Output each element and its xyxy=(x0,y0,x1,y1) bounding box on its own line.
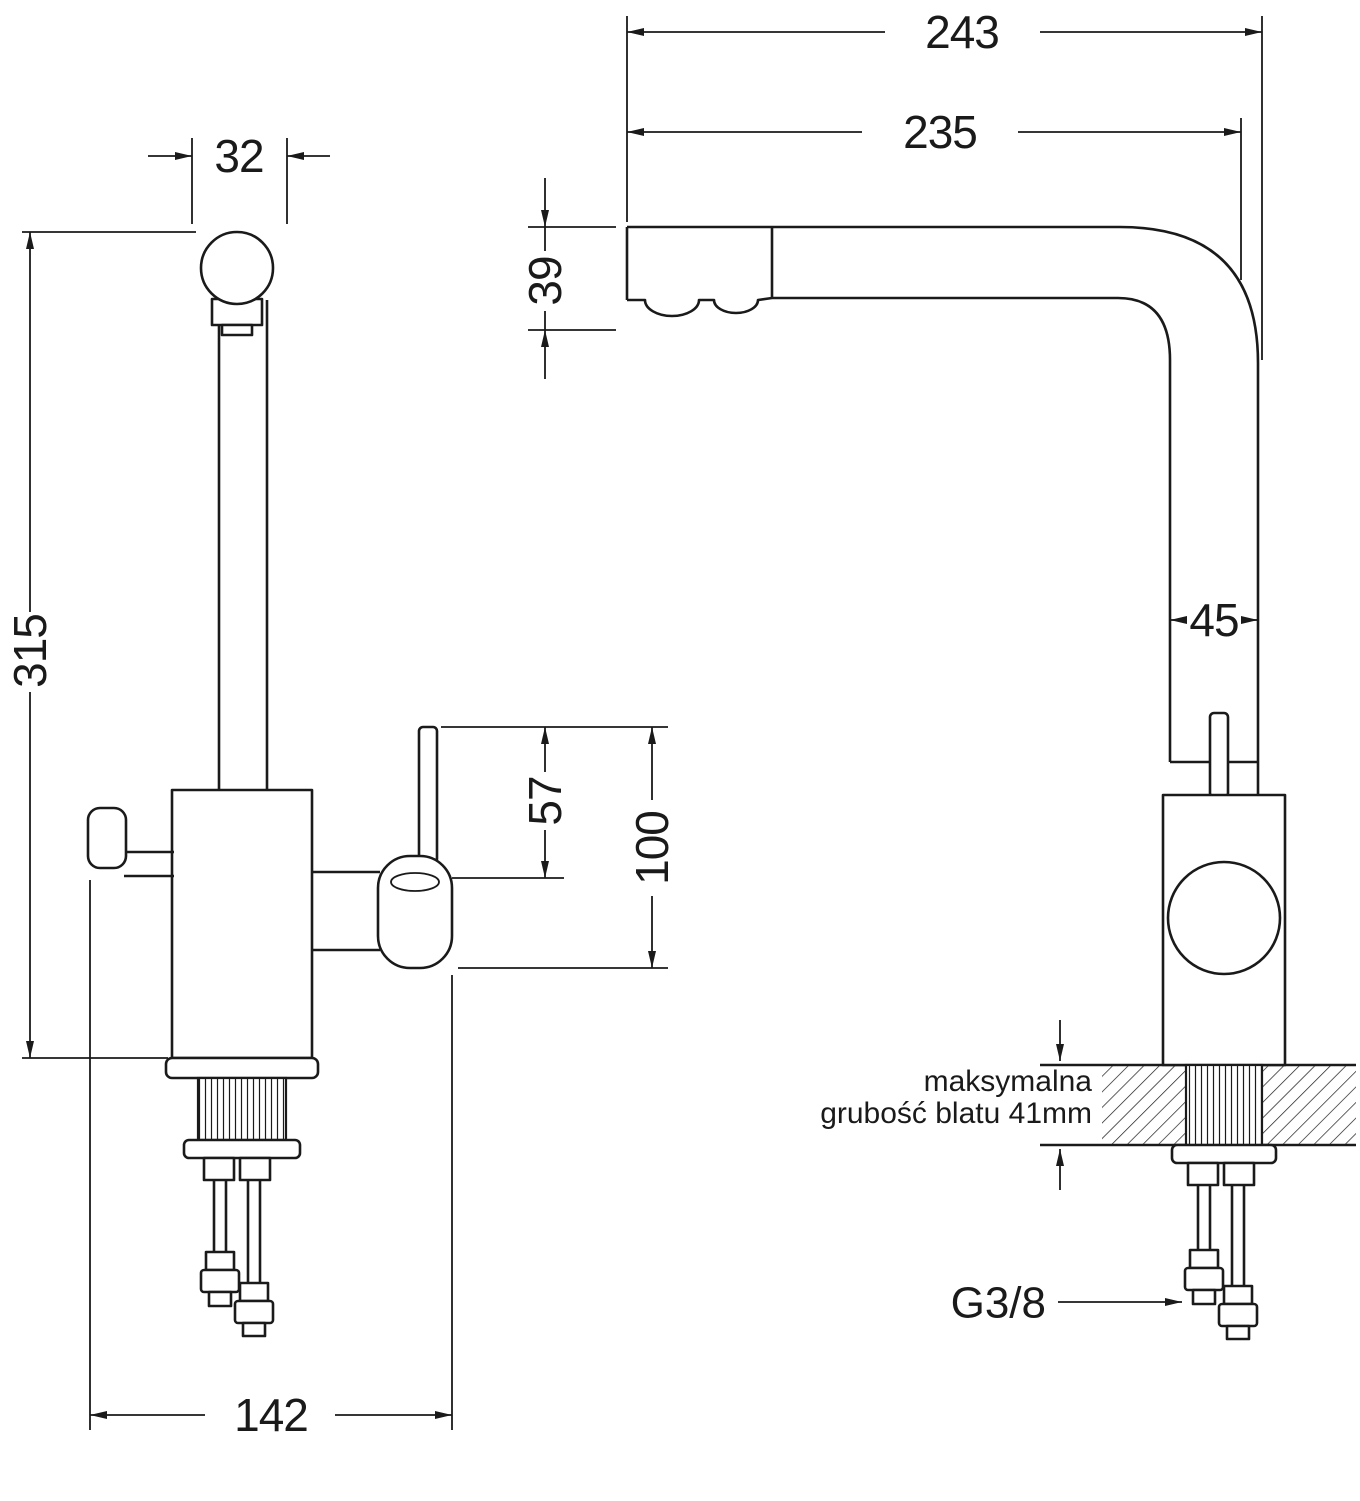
hose-fitting xyxy=(1222,1284,1254,1306)
front-view: 32 315 57 100 142 xyxy=(4,130,678,1441)
dim-57-label: 57 xyxy=(519,776,571,825)
mounting-washer xyxy=(182,1138,302,1160)
hose-collar xyxy=(238,1156,272,1182)
dim-100-label: 100 xyxy=(626,811,678,885)
hose-collar xyxy=(1186,1161,1220,1187)
dim-body-width: 45 xyxy=(1170,594,1258,646)
dim-243-label: 243 xyxy=(925,6,999,58)
hose-fitting xyxy=(204,1250,236,1272)
dim-total-height: 315 xyxy=(4,231,196,1059)
spout-outer-profile xyxy=(627,225,1260,795)
aerator-nozzle xyxy=(220,323,254,337)
dim-45-label: 45 xyxy=(1189,594,1238,646)
dim-base-span: 142 xyxy=(89,880,453,1441)
front-faucet-outline xyxy=(86,230,454,1338)
thread-size-label: G3/8 xyxy=(951,1278,1046,1327)
hose-hex-nut xyxy=(1183,1266,1225,1292)
hose-fitting xyxy=(238,1281,270,1303)
hose-hex-nut xyxy=(233,1299,275,1325)
hose-tip xyxy=(241,1321,267,1338)
hose-fitting xyxy=(1188,1248,1220,1270)
threaded-shank xyxy=(196,1076,288,1142)
dim-overall-reach: 243 xyxy=(626,6,1263,360)
dim-235-label: 235 xyxy=(903,106,977,158)
countertop-thickness-note: maksymalna grubość blatu 41mm xyxy=(820,1020,1092,1190)
hose-collar xyxy=(202,1156,236,1182)
handle-joint xyxy=(376,854,454,970)
countertop-note-line1: maksymalna xyxy=(924,1065,1093,1098)
hose-collar xyxy=(1222,1161,1256,1187)
dim-142-label: 142 xyxy=(234,1389,308,1441)
hose-hex-nut xyxy=(1217,1302,1259,1328)
dim-spout-reach: 235 xyxy=(627,106,1242,280)
hose-tip xyxy=(1191,1288,1217,1306)
dim-lever-offsets: 57 100 xyxy=(441,726,678,969)
side-lever-knob xyxy=(86,806,128,870)
side-view: 243 235 39 45 maksyma xyxy=(519,6,1356,1341)
handle-rod-side xyxy=(1208,711,1230,799)
side-faucet-outline xyxy=(625,225,1287,1341)
hose-tip xyxy=(207,1290,233,1308)
spout-inner-profile xyxy=(627,296,1172,762)
threaded-shank-side xyxy=(1184,1063,1264,1147)
mounting-washer-side xyxy=(1170,1143,1278,1165)
faucet-body xyxy=(170,788,314,1060)
spout-top-cap xyxy=(199,230,275,306)
hose-tip xyxy=(1225,1324,1251,1341)
dim-39-label: 39 xyxy=(519,256,571,305)
dim-spout-diameter: 32 xyxy=(148,130,330,224)
handle-joint-detail xyxy=(390,872,440,892)
dim-315-label: 315 xyxy=(4,614,56,688)
dim-32-label: 32 xyxy=(214,130,263,182)
base-flange xyxy=(164,1056,320,1080)
dim-spout-end-height: 39 xyxy=(519,178,616,379)
handle-joint-side xyxy=(1166,860,1282,976)
hose-hex-nut xyxy=(199,1268,241,1294)
thread-size-callout: G3/8 xyxy=(951,1278,1182,1327)
handle-rod xyxy=(417,725,439,865)
countertop-note-line2: grubość blatu 41mm xyxy=(820,1097,1092,1130)
